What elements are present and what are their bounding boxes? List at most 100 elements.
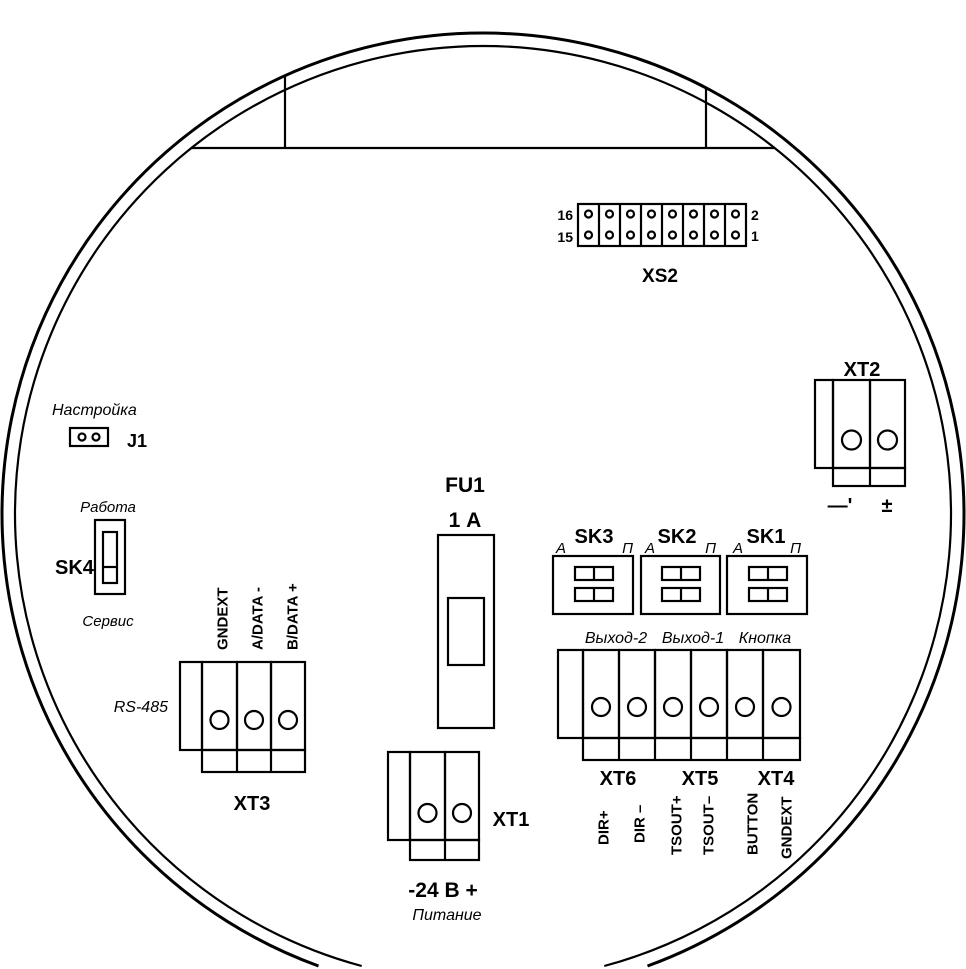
fu1-insert — [446, 596, 486, 667]
output-pin-label: DIR+ — [596, 810, 613, 845]
xt3-screw — [209, 709, 230, 731]
dip-switch-right-mark: П — [622, 540, 633, 557]
xt2-terminal — [868, 378, 907, 470]
xt3-base — [200, 748, 307, 774]
fu1-holder — [436, 533, 496, 730]
output-screw — [734, 696, 756, 718]
sk4-bottom-caption: Сервис — [82, 613, 134, 630]
j1-jumper: Настройка J1 — [52, 402, 147, 451]
dip-switch-body — [551, 554, 635, 616]
xs2-pin — [583, 230, 594, 240]
xs2-pin — [667, 230, 678, 240]
xt1-screw — [417, 802, 438, 824]
dip-switch-sk2: SK2 А П — [639, 526, 722, 616]
xt1-terminal-block: XT1 -24 В + Питание — [386, 750, 530, 924]
xs2-pin — [583, 209, 594, 219]
output-screw — [626, 696, 648, 718]
xt2-minus-mark: —' — [828, 495, 853, 517]
dip-switch-left-mark: А — [555, 540, 566, 557]
xt1-label: XT1 — [493, 809, 530, 831]
xt1-supply-polarity: -24 В + — [408, 879, 477, 902]
j1-pin — [91, 432, 101, 442]
xt2-screw — [876, 429, 899, 451]
xt3-pin-label: B/DATA + — [285, 583, 302, 650]
j1-pin — [77, 432, 87, 442]
xs2-pin — [625, 209, 636, 219]
output-caption: Выход-1 — [662, 630, 724, 647]
j1-body — [68, 426, 110, 448]
xs2-pin — [709, 209, 720, 219]
sk4-label: SK4 — [55, 557, 95, 579]
dip-switch-label: SK1 — [747, 526, 786, 548]
xt2-terminal-block: XT2 —' ± — [813, 359, 907, 517]
xt5-label: XT5 — [682, 768, 719, 790]
dip-switch-label: SK2 — [658, 526, 697, 548]
output-terminal — [653, 648, 693, 740]
xs2-pin-number-1: 1 — [751, 228, 759, 244]
output-pin-label: BUTTON — [745, 793, 762, 855]
xt1-screw — [451, 802, 473, 824]
xs2-pin-number-16: 16 — [557, 207, 573, 223]
enclosure-inner-rim — [13, 44, 953, 968]
sk4-switch: Работа SK4 Сервис — [55, 499, 136, 630]
xs2-pin-number-2: 2 — [751, 207, 759, 223]
dip-switch-label: SK3 — [575, 526, 614, 548]
xs2-pin — [604, 230, 615, 240]
fu1-label: FU1 — [445, 474, 485, 497]
xt1-terminal — [443, 750, 481, 842]
xt3-terminal — [200, 660, 239, 752]
xs2-pin — [646, 209, 657, 219]
xs2-pin — [625, 230, 636, 240]
output-screw — [590, 696, 612, 718]
j1-label: J1 — [127, 431, 147, 451]
output-pin-label: DIR – — [632, 805, 649, 843]
xt3-screw — [277, 709, 299, 731]
output-pin-label: TSOUT+ — [669, 795, 686, 855]
output-terminal — [725, 648, 765, 740]
sk4-slider-track — [101, 530, 119, 585]
output-caption: Выход-2 — [585, 630, 647, 647]
xt3-pin-label: GNDEXT — [215, 587, 232, 650]
xt2-end-plate — [813, 378, 835, 470]
xt6-label: XT6 — [600, 768, 637, 790]
xt1-caption: Питание — [412, 907, 481, 924]
output-terminal — [617, 648, 657, 740]
xs2-pin — [667, 209, 678, 219]
xs2-pin — [730, 209, 741, 219]
xt3-bus-caption: RS-485 — [114, 699, 168, 716]
output-terminal-blocks: Выход-2 Выход-1 Кнопка XT6 XT5 XT4 DIR+ … — [556, 630, 802, 859]
dip-switch-sk1: SK1 А П — [725, 526, 809, 616]
xs2-label: XS2 — [642, 266, 678, 287]
xs2-pin — [646, 230, 657, 240]
xs2-pin — [709, 230, 720, 240]
xt2-label: XT2 — [844, 359, 881, 381]
xt3-label: XT3 — [234, 793, 271, 815]
output-pin-label: TSOUT– — [701, 796, 718, 855]
output-screw — [771, 696, 792, 718]
output-end-plate — [556, 648, 585, 740]
xt3-end-plate — [178, 660, 204, 752]
xt3-terminal — [269, 660, 307, 752]
xt1-terminal — [408, 750, 447, 842]
xs2-pin — [604, 209, 615, 219]
xs2-pin — [688, 209, 699, 219]
dip-switch-left-mark: А — [644, 540, 655, 557]
sk4-body — [93, 518, 127, 596]
dip-switch-left-mark: А — [732, 540, 743, 557]
sk4-top-caption: Работа — [80, 499, 136, 516]
xt3-pin-label: A/DATA - — [250, 587, 267, 650]
enclosure-outline — [0, 31, 966, 968]
xs2-pin-number-15: 15 — [557, 229, 573, 245]
dip-switch-right-mark: П — [705, 540, 716, 557]
dip-switch-body — [725, 554, 809, 616]
xs2-connector: 16 15 2 1 XS2 — [557, 202, 759, 287]
output-screw — [698, 696, 720, 718]
output-terminal — [689, 648, 729, 740]
output-terminal — [581, 648, 621, 740]
xt3-screw — [243, 709, 265, 731]
xs2-pin — [730, 230, 741, 240]
output-caption: Кнопка — [739, 630, 791, 647]
output-pin-label: GNDEXT — [779, 796, 796, 859]
xt3-terminal-block: GNDEXT A/DATA - B/DATA + RS-485 XT3 — [114, 583, 307, 815]
